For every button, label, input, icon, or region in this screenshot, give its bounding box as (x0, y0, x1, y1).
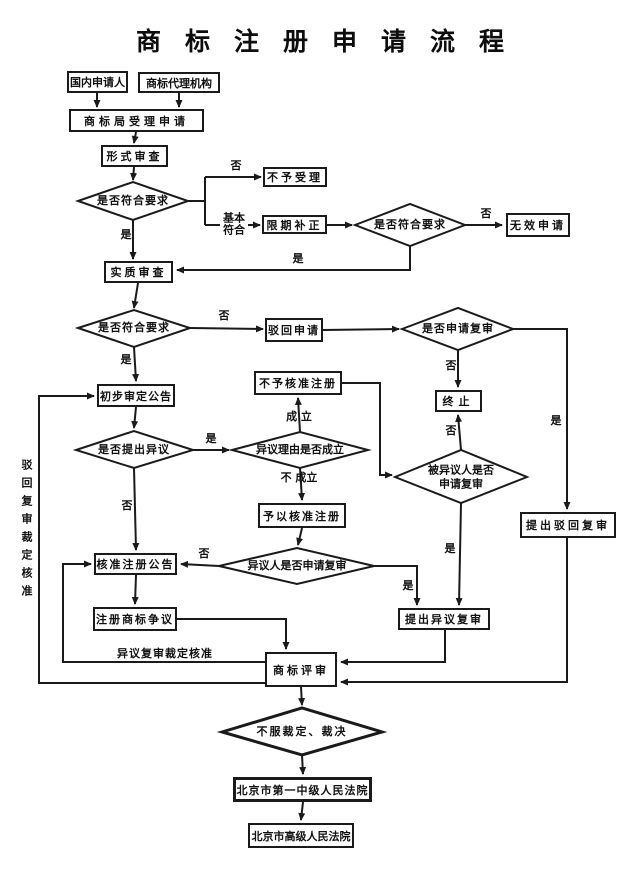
node-file-opposition-review: 提出异议复审 (398, 608, 490, 630)
node-substantive-exam: 实质审查 (104, 261, 173, 283)
node-trademark-dispute: 注册商标争议 (93, 607, 177, 631)
edge-label-no-not-accept: 否 (230, 159, 242, 173)
diamond-meet-req-3 (74, 308, 194, 349)
diamond-dissatisfied-ruling (216, 706, 388, 757)
edge-label-yes-back: 是 (292, 252, 304, 266)
node-high-court: 北京市高级人民法院 (248, 823, 354, 848)
node-registration-announce: 核准注册公告 (94, 553, 177, 575)
edge-label-rejection-review-approval: 驳回复审裁定核准 (20, 459, 33, 603)
edge-label-no-opponent-review: 否 (198, 547, 210, 561)
node-trademark-review-board: 商标评审 (265, 652, 337, 687)
node-agency: 商标代理机构 (138, 72, 220, 93)
node-approve-registration: 予以核准注册 (258, 503, 346, 528)
node-first-intermediate-court: 北京市第一中级人民法院 (233, 777, 372, 802)
decision-opposition-raised-label: 是否提出异议 (98, 443, 170, 457)
node-preliminary-announce: 初步审定公告 (97, 384, 175, 407)
decision-opposition-grounds-label: 异议理由是否成立 (256, 443, 344, 457)
node-file-rejection-review: 提出驳回复审 (520, 512, 616, 538)
decision-diamonds (72, 180, 530, 757)
node-not-accepted: 不予受理 (263, 167, 327, 187)
edge-label-basic-comply: 基本符合 (220, 212, 248, 236)
node-reject-application: 驳回申请 (265, 318, 323, 342)
edge-label-no-terminate-top: 否 (445, 359, 457, 373)
edge-label-yes-opposed-review: 是 (444, 542, 456, 556)
page-title: 商标注册申请流程 (135, 27, 528, 56)
decision-opposed-party-review-label: 被异议人是否申请复审 (428, 463, 494, 490)
edge-label-no-opposition: 否 (121, 499, 133, 513)
edge-label-no-terminate-bottom: 否 (445, 424, 457, 438)
edge-label-yes-formal: 是 (120, 228, 132, 242)
node-refuse-registration: 不予核准注册 (254, 371, 342, 395)
node-invalid-application: 无效申请 (506, 213, 570, 237)
diamond-meet-req-2 (352, 202, 468, 248)
diamond-opponent-review (218, 546, 375, 586)
node-office-accept: 商标局受理申请 (69, 109, 204, 132)
diamond-opposed-party-review (392, 448, 530, 505)
decision-meet-req-1-label: 是否符合要求 (97, 194, 169, 208)
diamond-opposition-grounds (228, 430, 372, 470)
edge-label-no-reject: 否 (218, 309, 230, 323)
edge-label-grounds-valid: 成 立 (286, 410, 312, 424)
node-correction: 限期补正 (262, 215, 327, 234)
node-applicant: 国内申请人 (67, 71, 128, 93)
connector-arrows (38, 93, 571, 821)
diamond-meet-req-1 (74, 180, 192, 222)
diamond-opposition-raised (72, 429, 197, 470)
edge-label-yes-rejection-review: 是 (550, 414, 562, 428)
diamond-apply-for-review (399, 306, 516, 352)
edge-label-opposition-review-approval: 异议复审裁定核准 (117, 647, 213, 661)
edge-label-no-invalid: 否 (480, 207, 492, 221)
edge-label-yes-opposition: 是 (205, 432, 217, 446)
decision-apply-for-review-label: 是否申请复审 (422, 322, 494, 336)
edge-label-yes-substantive: 是 (120, 353, 132, 367)
decision-meet-req-3-label: 是否符合要求 (98, 321, 170, 335)
node-formal-exam: 形式审查 (101, 145, 168, 167)
edge-label-grounds-invalid: 不 成立 (280, 471, 318, 485)
node-terminate: 终止 (435, 390, 482, 412)
decision-opponent-review-label: 异议人是否申请复审 (247, 559, 347, 573)
decision-meet-req-2-label: 是否符合要求 (374, 218, 446, 232)
decision-dissatisfied-ruling-label: 不服裁定、裁决 (256, 725, 348, 739)
edge-label-yes-opponent-review: 是 (402, 579, 414, 593)
